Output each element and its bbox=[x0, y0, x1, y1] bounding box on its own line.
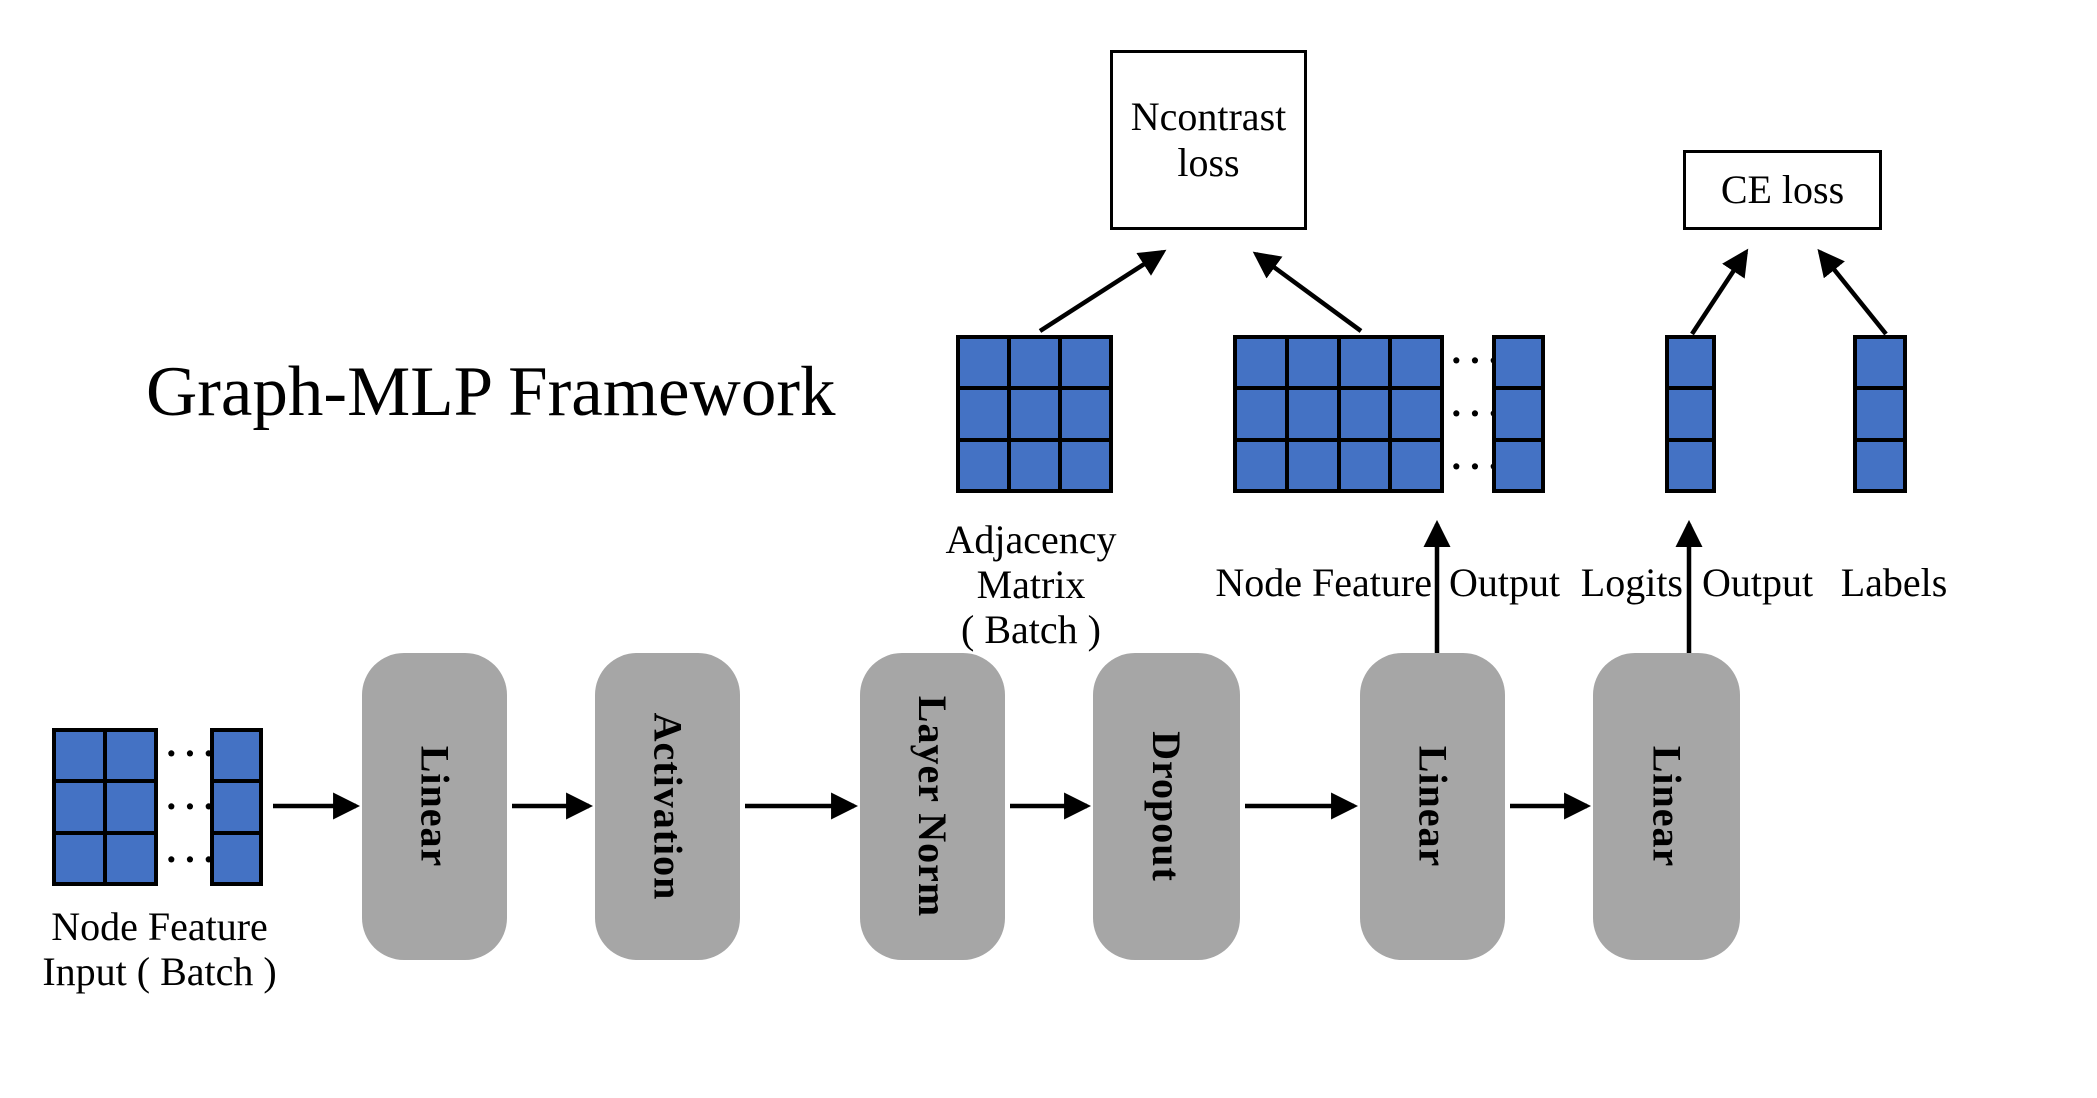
labels-label: Labels bbox=[1840, 560, 1948, 605]
matrix-cell bbox=[1062, 390, 1109, 438]
matrix-cell bbox=[1669, 339, 1712, 387]
block-activation-label: Activation bbox=[645, 712, 691, 901]
block-linear-3: Linear bbox=[1593, 653, 1740, 960]
ce-loss-label: CE loss bbox=[1720, 167, 1845, 212]
matrix-cell bbox=[1669, 390, 1712, 438]
node-feature-output-extra-column bbox=[1492, 335, 1545, 493]
matrix-cell bbox=[1062, 339, 1109, 387]
node-feature-output-matrix bbox=[1233, 335, 1444, 493]
dots-row: ··· bbox=[165, 733, 222, 776]
matrix-cell bbox=[107, 732, 154, 780]
node-feature-output-label-left: Node Feature bbox=[1215, 560, 1432, 605]
logits-output-label-left: Logits bbox=[1580, 560, 1683, 605]
matrix-cell bbox=[1340, 339, 1389, 387]
dots-row: ··· bbox=[1450, 340, 1507, 383]
arrow-logits-to-ce-loss bbox=[1690, 248, 1749, 336]
ce-loss-box: CE loss bbox=[1683, 150, 1882, 230]
matrix-cell bbox=[1392, 441, 1440, 489]
adjacency-matrix bbox=[956, 335, 1113, 493]
block-layer-norm-label: Layer Norm bbox=[910, 695, 955, 918]
logits-output-label-right: Output bbox=[1702, 560, 1814, 605]
matrix-cell bbox=[107, 834, 154, 882]
node-feature-output-label-right: Output bbox=[1449, 560, 1561, 605]
dots-row: ··· bbox=[165, 785, 222, 828]
ncontrast-loss-line1: Ncontrast bbox=[1130, 94, 1287, 139]
matrix-cell bbox=[56, 783, 103, 831]
matrix-cell bbox=[1496, 390, 1541, 438]
node-feature-output-dots: ··· ··· ··· bbox=[1444, 335, 1500, 493]
matrix-cell bbox=[1496, 441, 1541, 489]
matrix-cell bbox=[960, 390, 1007, 438]
block-linear-2-label: Linear bbox=[1409, 745, 1455, 868]
matrix-cell bbox=[214, 783, 259, 831]
block-linear-1-label: Linear bbox=[411, 745, 457, 868]
diagram-title: Graph-MLP Framework bbox=[146, 353, 836, 431]
matrix-cell bbox=[1237, 441, 1285, 489]
matrix-cell bbox=[56, 834, 103, 882]
block-dropout-label: Dropout bbox=[1144, 731, 1190, 882]
node-feature-input-extra-column bbox=[210, 728, 263, 886]
matrix-cell bbox=[960, 441, 1007, 489]
block-activation: Activation bbox=[595, 653, 740, 960]
matrix-cell bbox=[1392, 390, 1440, 438]
block-linear-2: Linear bbox=[1360, 653, 1505, 960]
arrow-node-feature-output-to-ncontrast-loss bbox=[1252, 251, 1363, 333]
matrix-cell bbox=[1340, 390, 1389, 438]
block-layer-norm: Layer Norm bbox=[860, 653, 1005, 960]
matrix-cell bbox=[214, 834, 259, 882]
block-dropout: Dropout bbox=[1093, 653, 1240, 960]
matrix-cell bbox=[107, 783, 154, 831]
matrix-cell bbox=[1011, 390, 1058, 438]
adjacency-matrix-label: Adjacency Matrix ( Batch ) bbox=[945, 517, 1117, 652]
matrix-cell bbox=[1857, 441, 1903, 489]
dots-row: ··· bbox=[165, 838, 222, 881]
matrix-cell bbox=[1237, 339, 1285, 387]
logits-output-column bbox=[1665, 335, 1716, 493]
matrix-cell bbox=[960, 339, 1007, 387]
arrow-adjacency-to-ncontrast-loss bbox=[1038, 249, 1167, 333]
labels-column bbox=[1853, 335, 1907, 493]
node-feature-input-matrix bbox=[52, 728, 158, 886]
matrix-cell bbox=[56, 732, 103, 780]
matrix-cell bbox=[1392, 339, 1440, 387]
matrix-cell bbox=[1062, 441, 1109, 489]
matrix-cell bbox=[1857, 339, 1903, 387]
block-linear-1: Linear bbox=[362, 653, 507, 960]
matrix-cell bbox=[1340, 441, 1389, 489]
dots-row: ··· bbox=[1450, 445, 1507, 488]
node-feature-input-label: Node Feature Input ( Batch ) bbox=[42, 904, 277, 994]
arrow-labels-to-ce-loss bbox=[1817, 248, 1888, 336]
matrix-cell bbox=[1288, 390, 1337, 438]
matrix-cell bbox=[1669, 441, 1712, 489]
matrix-cell bbox=[1237, 390, 1285, 438]
matrix-cell bbox=[1496, 339, 1541, 387]
block-linear-3-label: Linear bbox=[1643, 745, 1689, 868]
matrix-cell bbox=[214, 732, 259, 780]
matrix-cell bbox=[1857, 390, 1903, 438]
matrix-cell bbox=[1288, 339, 1337, 387]
ncontrast-loss-box: Ncontrast loss bbox=[1110, 50, 1307, 230]
dots-row: ··· bbox=[1450, 392, 1507, 435]
ncontrast-loss-line2: loss bbox=[1177, 140, 1240, 185]
matrix-cell bbox=[1288, 441, 1337, 489]
matrix-cell bbox=[1011, 441, 1058, 489]
node-feature-input-dots: ··· ··· ··· bbox=[159, 728, 215, 886]
matrix-cell bbox=[1011, 339, 1058, 387]
